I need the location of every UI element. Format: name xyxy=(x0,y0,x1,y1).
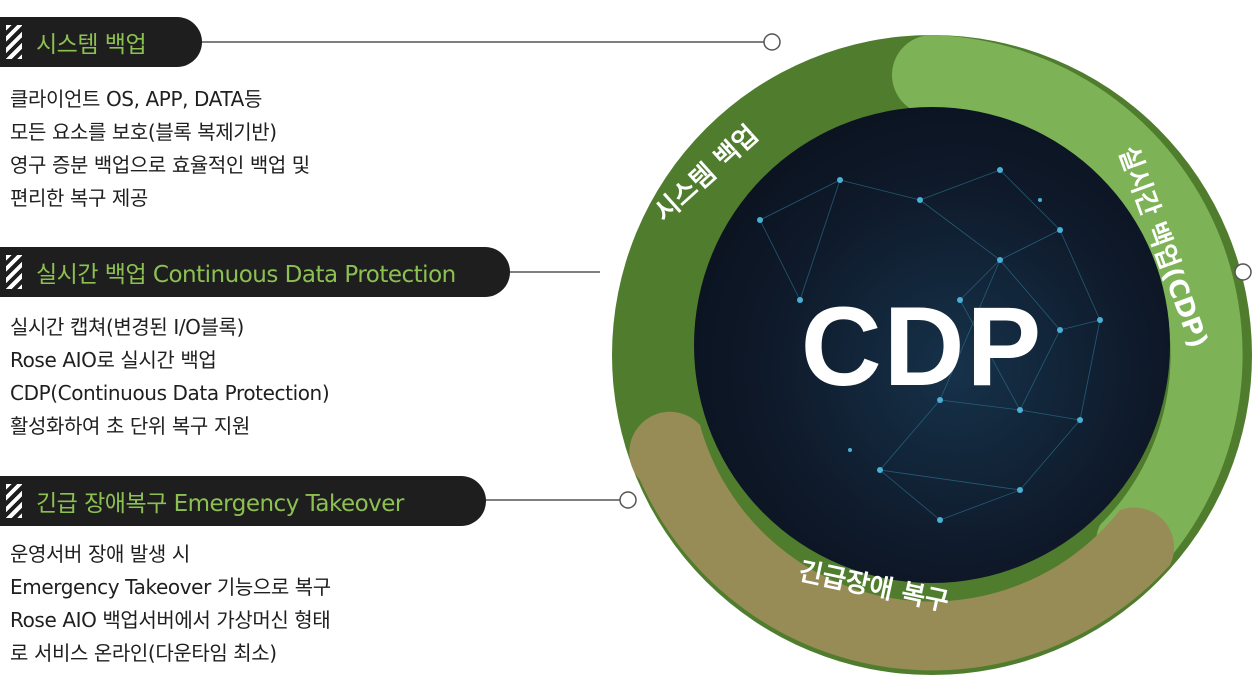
section-title: 시스템 백업 xyxy=(36,32,147,58)
description-line: Rose AIO로 실시간 백업 xyxy=(10,348,217,372)
description-line: 편리한 복구 제공 xyxy=(10,186,148,210)
description-line: Rose AIO 백업서버에서 가상머신 형태 xyxy=(10,608,331,632)
section-header-emergency-takeover: 긴급 장애복구 Emergency Takeover xyxy=(0,476,486,526)
description-line: 활성화하여 초 단위 복구 지원 xyxy=(10,414,250,438)
section-title: 긴급 장애복구 Emergency Takeover xyxy=(36,491,404,517)
center-label: CDP xyxy=(801,284,1043,409)
section-description-realtime-backup: 실시간 캡쳐(변경된 I/O블록) Rose AIO로 실시간 백업 CDP(C… xyxy=(10,311,330,443)
description-line: CDP(Continuous Data Protection) xyxy=(10,381,330,405)
section-title: 실시간 백업 Continuous Data Protection xyxy=(36,262,456,288)
network-pattern-icon xyxy=(759,169,1101,521)
network-nodes-icon xyxy=(757,167,1103,523)
connector-dot-backup xyxy=(763,33,781,51)
description-line: Emergency Takeover 기능으로 복구 xyxy=(10,575,331,599)
ring-segment-emergency-takeover xyxy=(629,411,1175,671)
section-header-realtime-backup: 실시간 백업 Continuous Data Protection xyxy=(0,247,510,297)
stripe-icon xyxy=(6,484,22,518)
section-description-emergency-takeover: 운영서버 장애 발생 시 Emergency Takeover 기능으로 복구 … xyxy=(10,538,331,670)
stripe-icon xyxy=(6,255,22,289)
center-globe xyxy=(694,107,1170,583)
description-line: 클라이언트 OS, APP, DATA등 xyxy=(10,87,262,111)
description-line: 실시간 캡쳐(변경된 I/O블록) xyxy=(10,315,244,339)
section-description-system-backup: 클라이언트 OS, APP, DATA등 모든 요소를 보호(블록 복제기반) … xyxy=(10,83,310,215)
description-line: 모든 요소를 보호(블록 복제기반) xyxy=(10,120,277,144)
stripe-icon xyxy=(6,25,22,59)
ring-segment-realtime-backup xyxy=(892,35,1243,583)
description-line: 로 서비스 온라인(다운타임 최소) xyxy=(10,641,277,665)
connector-dot-takeover xyxy=(619,491,637,509)
description-line: 영구 증분 백업으로 효율적인 백업 및 xyxy=(10,153,310,177)
connector-dot-cdp xyxy=(1234,263,1252,281)
section-header-system-backup: 시스템 백업 xyxy=(0,17,202,67)
description-line: 운영서버 장애 발생 시 xyxy=(10,542,190,566)
